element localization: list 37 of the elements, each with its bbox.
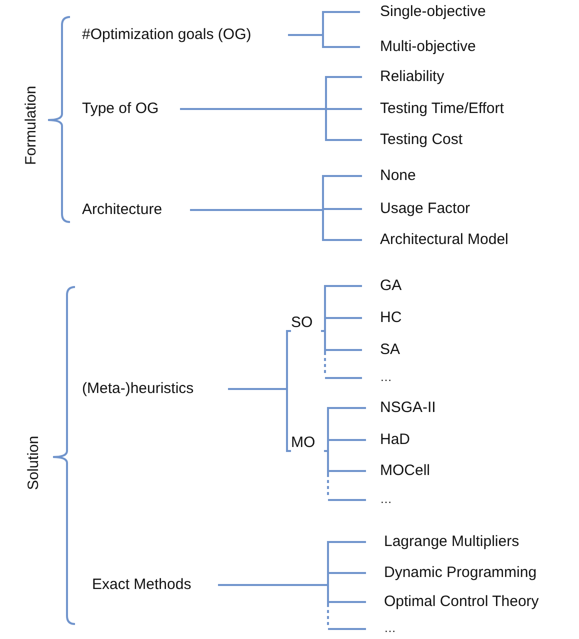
tree-connector: [180, 108, 362, 141]
option-label: Multi-objective: [380, 38, 476, 56]
category-label: Architecture: [82, 201, 162, 219]
option-label: GA: [380, 277, 402, 295]
option-label: Testing Time/Effort: [380, 100, 504, 118]
option-label: …: [384, 622, 396, 636]
tree-connector: [218, 584, 366, 630]
option-label: MOCell: [380, 462, 430, 480]
tree-connector: [288, 34, 360, 48]
option-label: Reliability: [380, 68, 444, 86]
option-label: HaD: [380, 431, 410, 449]
option-label: Lagrange Multipliers: [384, 533, 520, 551]
option-label: Testing Cost: [380, 131, 463, 149]
option-label: …: [380, 493, 392, 507]
option-label: Dynamic Programming: [384, 564, 537, 582]
section-label: Formulation: [22, 85, 40, 165]
tree-connector: [324, 439, 366, 452]
tree-connector: [321, 330, 362, 379]
option-label: Single-objective: [380, 3, 486, 21]
option-label: NSGA-II: [380, 399, 436, 417]
option-label: HC: [380, 309, 402, 327]
category-label: Exact Methods: [92, 576, 192, 594]
category-label: (Meta-)heuristics: [82, 380, 194, 398]
category-label: Type of OG: [82, 100, 159, 118]
branch-label: SO: [291, 314, 313, 331]
option-label: Usage Factor: [380, 200, 470, 218]
option-label: …: [380, 371, 392, 385]
option-label: SA: [380, 341, 400, 359]
tree-connector: [228, 388, 291, 452]
branch-label: MO: [291, 434, 316, 451]
option-label: Optimal Control Theory: [384, 593, 539, 611]
option-label: None: [380, 167, 416, 185]
category-label: #Optimization goals (OG): [82, 26, 252, 44]
tree-connector: [321, 317, 362, 332]
option-label: Architectural Model: [380, 231, 508, 249]
tree-connector: [324, 450, 366, 501]
section-label: Solution: [24, 436, 42, 490]
